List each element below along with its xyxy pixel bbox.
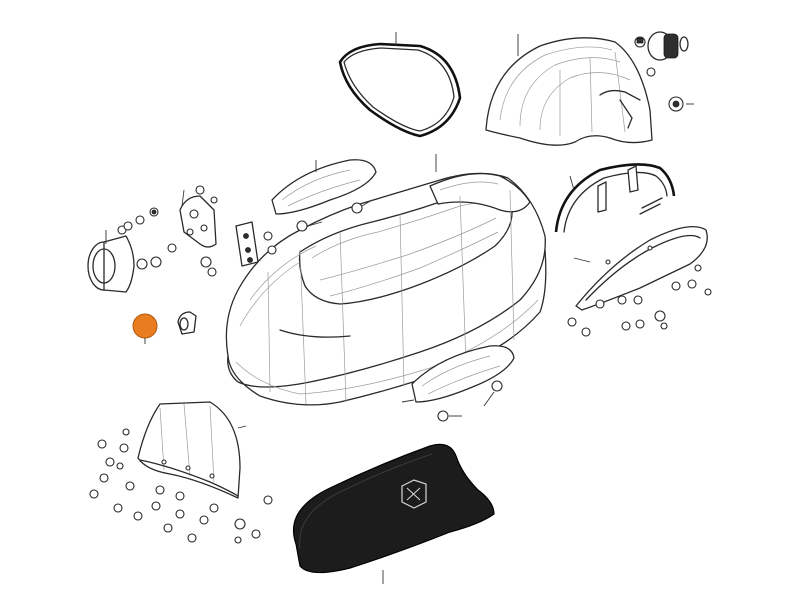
rear-fender bbox=[485, 34, 653, 146]
mudguard-stay bbox=[554, 163, 676, 233]
seat-badge-logo bbox=[401, 479, 427, 509]
taillight bbox=[634, 31, 694, 112]
bolt-kit bbox=[89, 264, 712, 544]
seal-gasket bbox=[338, 32, 462, 138]
headlamp bbox=[87, 207, 177, 293]
mudguard-plate bbox=[573, 226, 708, 311]
handle-grip-lower bbox=[401, 345, 515, 422]
windshield bbox=[137, 401, 247, 499]
handle-grip-upper bbox=[271, 159, 377, 232]
seat-pad bbox=[292, 443, 495, 584]
side-reflector bbox=[132, 311, 197, 344]
mount-bracket bbox=[179, 185, 277, 277]
